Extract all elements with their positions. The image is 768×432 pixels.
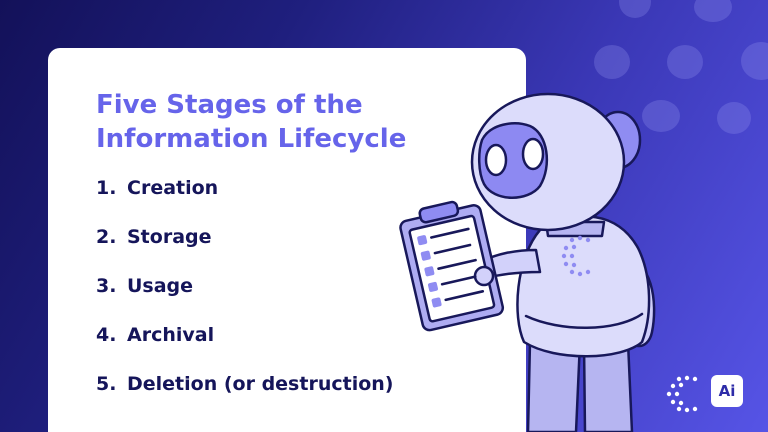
title-line-2: Information Lifecycle [96, 124, 407, 154]
stage-list: 1. Creation 2. Storage 3. Usage 4. Archi… [96, 175, 393, 420]
decor-dot [619, 0, 651, 18]
decor-dot [694, 0, 732, 22]
robot-eye [521, 137, 545, 171]
list-item-usage: 3. Usage [96, 273, 393, 322]
clipboard-clip [418, 200, 460, 224]
robot-waist [524, 312, 644, 329]
robot-eye [484, 143, 508, 177]
list-item-storage: 2. Storage [96, 224, 393, 273]
ai-badge: Ai [711, 375, 743, 407]
clipboard-paper [408, 214, 496, 323]
decor-dot [594, 45, 630, 79]
page-title: Five Stages of the Information Lifecycle [96, 88, 476, 156]
clipboard-checklist-icon [417, 227, 485, 308]
decor-dot [667, 45, 703, 79]
robot-hand [473, 265, 495, 287]
list-item-deletion: 5. Deletion (or destruction) [96, 371, 393, 420]
list-item-number: 1. [96, 177, 117, 199]
title-line-1: Five Stages of the [96, 90, 363, 120]
list-item-archival: 4. Archival [96, 322, 393, 371]
list-item-number: 2. [96, 226, 117, 248]
list-item-creation: 1. Creation [96, 175, 393, 224]
list-item-number: 3. [96, 275, 117, 297]
robot-chest-logo [561, 235, 591, 277]
list-item-label: Creation [127, 177, 219, 199]
list-item-number: 5. [96, 373, 117, 395]
robot-illustration [399, 92, 656, 432]
list-item-number: 4. [96, 324, 117, 346]
list-item-label: Storage [127, 226, 212, 248]
list-item-label: Deletion (or destruction) [127, 373, 394, 395]
decor-dot [642, 100, 680, 132]
decor-dot [717, 102, 751, 134]
brand-logo-icon [666, 375, 698, 413]
robot-body [516, 215, 651, 358]
list-item-label: Archival [127, 324, 215, 346]
list-item-label: Usage [127, 275, 194, 297]
decor-dot [741, 42, 768, 80]
